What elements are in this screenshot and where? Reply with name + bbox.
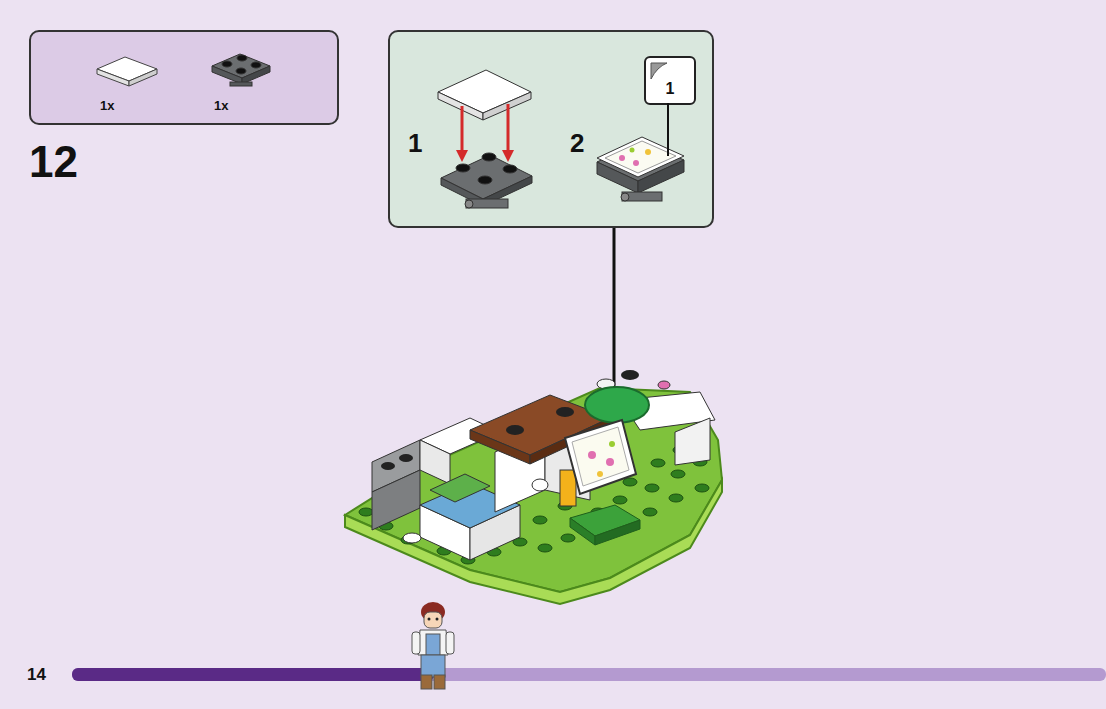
quantity: 1x: [214, 99, 228, 112]
substep-number: 1: [408, 130, 422, 156]
sticker-icon: [649, 61, 669, 81]
quantity: 1x: [100, 99, 114, 112]
substep-panel: 1 2 1: [388, 30, 714, 228]
parts-panel: 1x 1x: [29, 30, 339, 125]
sticker-number: 1: [666, 81, 675, 97]
step-number: 12: [29, 140, 78, 184]
substep-number: 2: [570, 130, 584, 156]
sticker-box: 1: [644, 56, 696, 105]
page-number: 14: [27, 666, 46, 683]
